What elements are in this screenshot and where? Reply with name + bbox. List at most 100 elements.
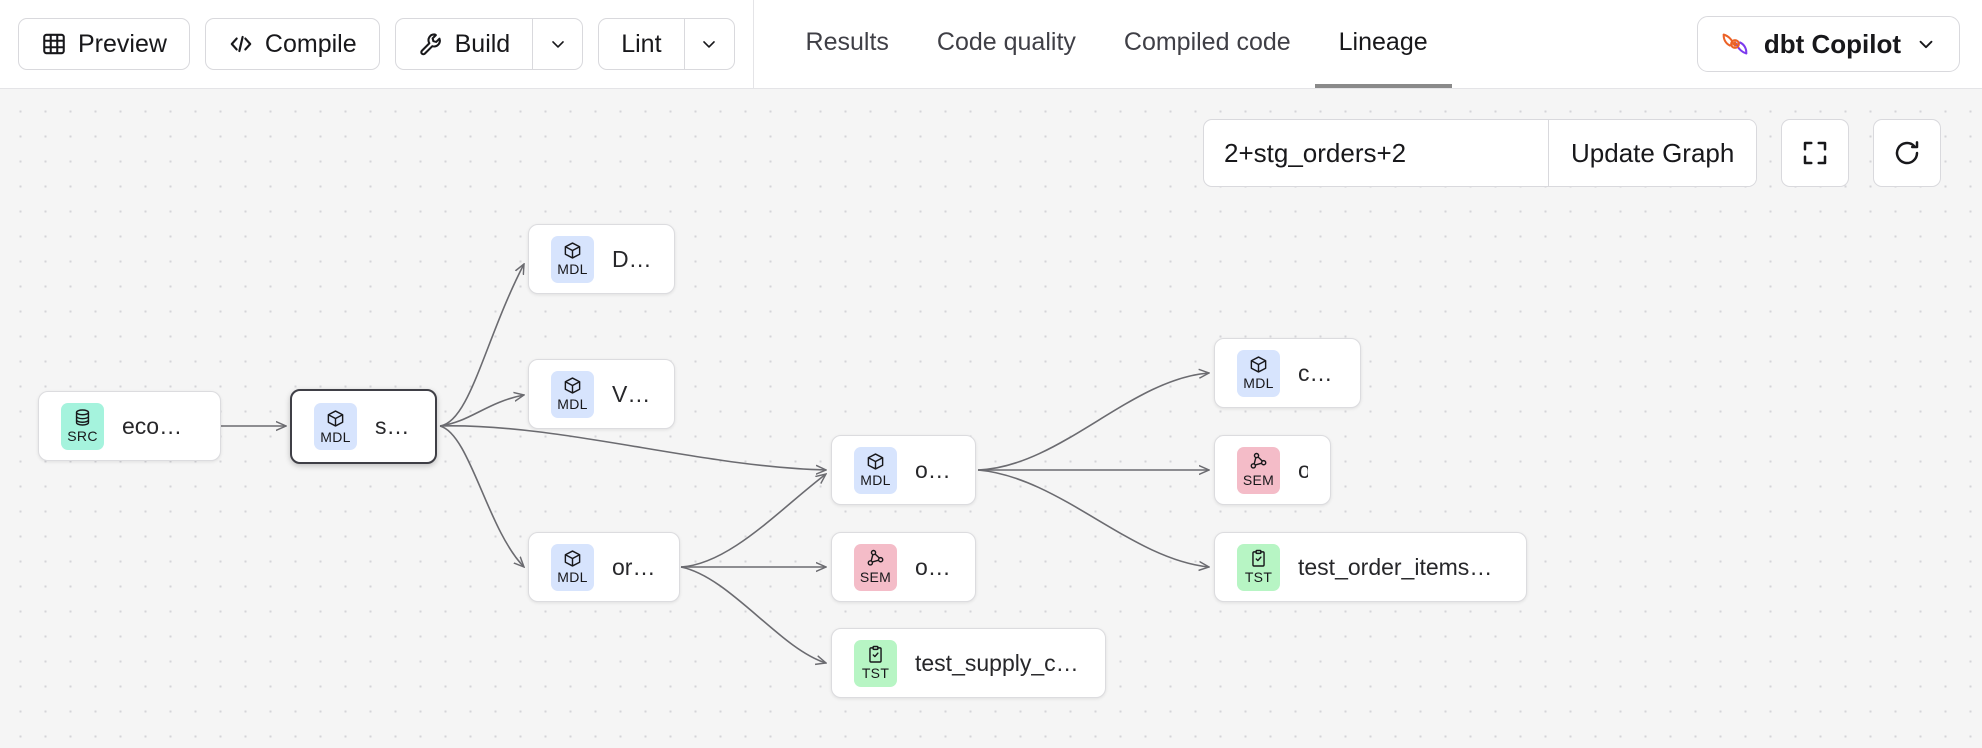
edge-order-items-to-orders bbox=[680, 474, 826, 568]
refresh-button[interactable] bbox=[1873, 119, 1942, 187]
dbt-copilot-label: dbt Copilot bbox=[1763, 28, 1901, 59]
node-label: test_order_items_compute_to_bools_c... bbox=[1298, 553, 1504, 580]
build-button[interactable]: Build bbox=[396, 19, 533, 69]
lineage-node-orders_mdl[interactable]: MDL orders bbox=[831, 435, 976, 505]
node-type-badge-src: SRC bbox=[61, 402, 104, 450]
tab-lineage-label: Lineage bbox=[1338, 27, 1428, 56]
node-type-badge-mdl: MDL bbox=[551, 235, 594, 283]
edge-stg-orders-to-demo bbox=[439, 264, 524, 427]
build-dropdown-toggle[interactable] bbox=[532, 19, 582, 69]
node-label: VE_Demo bbox=[612, 380, 652, 407]
lineage-node-stg_orders[interactable]: MDL stg_orders bbox=[290, 389, 437, 464]
lint-button[interactable]: Lint bbox=[599, 19, 683, 69]
node-label: order_items bbox=[612, 553, 657, 580]
node-type-label: TST bbox=[861, 665, 890, 681]
preview-button[interactable]: Preview bbox=[18, 18, 190, 70]
node-type-label: SEM bbox=[1242, 472, 1275, 488]
lineage-node-customers[interactable]: MDLcustomers bbox=[1214, 338, 1361, 408]
toolbar-actions: Preview Compile Build bbox=[0, 0, 735, 88]
chevron-down-icon bbox=[699, 34, 719, 54]
lineage-edges bbox=[221, 89, 1982, 748]
toolbar-divider bbox=[752, 0, 754, 88]
node-type-label: MDL bbox=[860, 472, 891, 488]
node-type-badge-mdl: MDL bbox=[551, 370, 594, 418]
lint-dropdown-toggle[interactable] bbox=[683, 19, 734, 69]
node-label: Demo bbox=[612, 245, 652, 272]
node-type-label: MDL bbox=[557, 569, 588, 585]
chevron-down-icon bbox=[1915, 33, 1937, 55]
edge-orders-to-test-order-items bbox=[977, 469, 1209, 567]
tab-results[interactable]: Results bbox=[782, 0, 913, 88]
tab-code-quality[interactable]: Code quality bbox=[913, 0, 1100, 88]
node-type-badge-mdl: MDL bbox=[314, 403, 357, 450]
node-type-badge-sem: SEM bbox=[854, 543, 897, 591]
chevron-down-icon bbox=[548, 34, 568, 54]
cube-icon bbox=[563, 376, 582, 395]
node-label: ecom.raw_orders bbox=[122, 412, 198, 439]
lineage-node-demo[interactable]: MDL Demo bbox=[528, 224, 675, 294]
tab-compiled-code[interactable]: Compiled code bbox=[1100, 0, 1315, 88]
code-brackets-icon bbox=[228, 31, 254, 57]
lineage-node-test_order_items[interactable]: TST test_order_items_compute_to_bools_c..… bbox=[1214, 532, 1527, 602]
lineage-node-order_item_sem[interactable]: SEM order_item bbox=[831, 532, 976, 602]
node-type-badge-tst: TST bbox=[1237, 543, 1280, 591]
lint-button-group: Lint bbox=[598, 18, 735, 70]
editor-toolbar: Preview Compile Build bbox=[0, 0, 1982, 89]
build-button-group: Build bbox=[394, 18, 584, 70]
node-label: orders bbox=[1298, 457, 1308, 484]
refresh-icon bbox=[1892, 138, 1922, 168]
node-type-badge-mdl: MDL bbox=[1237, 349, 1280, 397]
cube-icon bbox=[326, 409, 345, 428]
compile-label: Compile bbox=[264, 29, 357, 58]
tab-code-quality-label: Code quality bbox=[936, 27, 1076, 56]
compile-button[interactable]: Compile bbox=[204, 18, 380, 70]
fullscreen-icon bbox=[1800, 138, 1830, 168]
tab-results-label: Results bbox=[805, 27, 889, 56]
lineage-node-ecom_raw_orders[interactable]: SRC ecom.raw_orders bbox=[38, 391, 221, 461]
node-type-label: MDL bbox=[557, 396, 588, 412]
toolbar-right: dbt Copilot bbox=[1696, 16, 1982, 72]
lineage-node-order_items[interactable]: MDL order_items bbox=[528, 532, 680, 602]
edge-orders-to-customers bbox=[977, 373, 1209, 471]
tab-lineage[interactable]: Lineage bbox=[1314, 0, 1452, 88]
lint-label: Lint bbox=[621, 29, 662, 58]
update-graph-button[interactable]: Update Graph bbox=[1548, 120, 1757, 186]
node-type-label: TST bbox=[1244, 569, 1273, 585]
dbt-copilot-button[interactable]: dbt Copilot bbox=[1696, 16, 1960, 72]
lineage-node-ve_demo[interactable]: MDL VE_Demo bbox=[528, 359, 675, 429]
semantic-icon bbox=[1249, 452, 1268, 471]
node-type-badge-tst: TST bbox=[854, 639, 897, 687]
test-clipboard-icon bbox=[866, 645, 885, 664]
cube-icon bbox=[1249, 355, 1268, 374]
node-label: stg_orders bbox=[375, 413, 413, 439]
node-selector-group: Update Graph bbox=[1203, 119, 1758, 187]
results-tabs: Results Code quality Compiled code Linea… bbox=[782, 0, 1452, 88]
fit-view-button[interactable] bbox=[1781, 119, 1850, 187]
preview-label: Preview bbox=[78, 29, 167, 58]
dbt-copilot-icon bbox=[1720, 29, 1750, 59]
edge-stg-orders-to-ve-demo bbox=[439, 395, 524, 427]
test-clipboard-icon bbox=[1249, 549, 1268, 568]
cube-icon bbox=[563, 549, 582, 568]
semantic-icon bbox=[866, 549, 885, 568]
cube-icon bbox=[866, 452, 885, 471]
node-type-badge-mdl: MDL bbox=[854, 446, 897, 494]
node-label: orders bbox=[915, 456, 953, 483]
node-type-badge-mdl: MDL bbox=[551, 543, 594, 591]
lineage-node-orders_sem[interactable]: SEM orders bbox=[1214, 435, 1331, 505]
node-label: order_item bbox=[915, 553, 953, 580]
node-type-label: SEM bbox=[859, 569, 892, 585]
lineage-canvas[interactable]: Update Graph SRCecom.raw_ordersMDLstg_or… bbox=[0, 89, 1982, 748]
lineage-node-test_supply[interactable]: TST test_supply_costs_sum_correctly bbox=[831, 628, 1106, 698]
graph-controls: Update Graph bbox=[1203, 119, 1942, 187]
node-type-badge-sem: SEM bbox=[1237, 446, 1280, 494]
node-selector-input[interactable] bbox=[1204, 120, 1548, 186]
build-label: Build bbox=[454, 29, 511, 58]
table-icon bbox=[41, 31, 67, 57]
update-graph-label: Update Graph bbox=[1571, 137, 1735, 168]
node-type-label: MDL bbox=[320, 428, 351, 445]
edge-order-items-to-test-supply bbox=[680, 566, 826, 663]
node-label: test_supply_costs_sum_correctly bbox=[915, 649, 1083, 676]
edge-stg-orders-to-order-items bbox=[439, 425, 524, 567]
tab-compiled-code-label: Compiled code bbox=[1123, 27, 1291, 56]
